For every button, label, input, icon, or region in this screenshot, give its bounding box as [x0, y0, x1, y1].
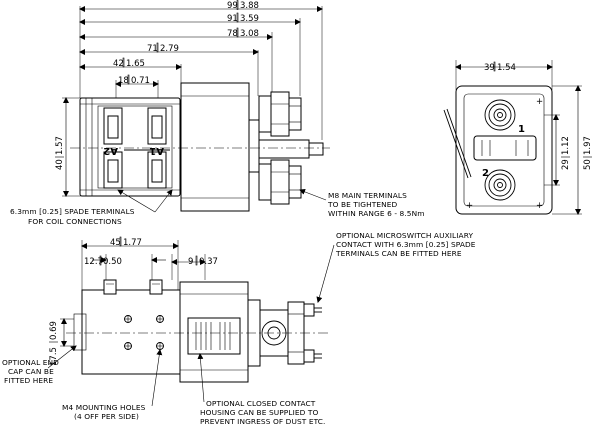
svg-text:0.71: 0.71 [131, 76, 150, 86]
svg-text:6.3mm [0.25] SPADE TERMINALS: 6.3mm [0.25] SPADE TERMINALS [10, 207, 135, 216]
note-microswitch: OPTIONAL MICROSWITCH AUXILIARY CONTACT W… [316, 231, 476, 303]
svg-text:CONTACT WITH 6.3mm [0.25] SPAD: CONTACT WITH 6.3mm [0.25] SPADE [336, 240, 476, 249]
dim-12-7: 12.7 0.50 [84, 255, 122, 267]
svg-text:91: 91 [227, 14, 238, 24]
svg-text:12.7: 12.7 [84, 257, 103, 267]
note-endcap: OPTIONAL END CAP CAN BE FITTED HERE [2, 345, 77, 385]
svg-text:1.77: 1.77 [123, 238, 142, 248]
svg-text:+: + [536, 97, 543, 107]
svg-text:42: 42 [113, 59, 124, 69]
terminal-a1: A1 [149, 145, 164, 156]
svg-text:29: 29 [561, 159, 571, 170]
dim-42: 42 1.65 [113, 57, 145, 69]
note-m4: M4 MOUNTING HOLES (4 OFF PER SIDE) [62, 349, 163, 421]
dim-40: 40 1.57 [55, 136, 65, 170]
svg-text:0.69: 0.69 [49, 321, 59, 340]
svg-text:TERMINALS CAN BE FITTED HERE: TERMINALS CAN BE FITTED HERE [335, 249, 462, 258]
dim-9: 9 0.37 [188, 255, 218, 267]
note-spade: 6.3mm [0.25] SPADE TERMINALS FOR COIL CO… [10, 189, 173, 226]
dim-29: 29 1.12 [561, 136, 571, 170]
svg-text:OPTIONAL END: OPTIONAL END [2, 358, 59, 367]
note-housing: OPTIONAL CLOSED CONTACT HOUSING CAN BE S… [197, 353, 326, 426]
svg-text:3.88: 3.88 [240, 1, 259, 11]
terminal-1: 1 [518, 124, 525, 135]
svg-text:M8 MAIN TERMINALS: M8 MAIN TERMINALS [328, 191, 407, 200]
svg-text:OPTIONAL MICROSWITCH AUXILIARY: OPTIONAL MICROSWITCH AUXILIARY [336, 231, 473, 240]
svg-text:M4 MOUNTING HOLES: M4 MOUNTING HOLES [62, 403, 146, 412]
svg-text:3.59: 3.59 [240, 14, 259, 24]
dim-78: 78 3.08 [227, 27, 259, 39]
dim-50: 50 1.97 [583, 136, 593, 170]
svg-text:3.08: 3.08 [240, 29, 259, 39]
svg-text:2.79: 2.79 [160, 44, 179, 54]
dim-99: 99 3.88 [227, 0, 259, 11]
svg-text:1.65: 1.65 [126, 59, 145, 69]
svg-text:TO BE TIGHTENED: TO BE TIGHTENED [327, 200, 398, 209]
dim-17-5: 17.5 0.69 [49, 321, 59, 366]
svg-text:39: 39 [484, 63, 495, 73]
end-view: 39 1.54 1 2 + + + [443, 60, 593, 215]
dim-39: 39 1.54 [484, 61, 516, 73]
dim-45: 45 1.77 [110, 236, 142, 248]
svg-text:17.5: 17.5 [49, 347, 59, 366]
svg-text:+: + [536, 201, 543, 211]
svg-text:1.57: 1.57 [55, 136, 65, 155]
svg-text:CAP CAN BE: CAP CAN BE [8, 367, 54, 376]
svg-text:18: 18 [118, 76, 129, 86]
terminal-2: 2 [482, 168, 489, 179]
svg-text:PREVENT INGRESS OF DUST ETC.: PREVENT INGRESS OF DUST ETC. [200, 417, 326, 426]
svg-text:40: 40 [55, 159, 65, 170]
note-m8: M8 MAIN TERMINALS TO BE TIGHTENED WITHIN… [299, 188, 425, 218]
svg-text:0.37: 0.37 [199, 257, 218, 267]
svg-text:45: 45 [110, 238, 121, 248]
dim-91: 91 3.59 [227, 12, 259, 24]
dim-18: 18 0.71 [118, 74, 150, 86]
terminal-a2: A2 [103, 145, 118, 156]
svg-text:WITHIN RANGE 6 - 8.5Nm: WITHIN RANGE 6 - 8.5Nm [328, 209, 425, 218]
svg-text:1.12: 1.12 [561, 136, 571, 155]
svg-text:FITTED HERE: FITTED HERE [4, 376, 53, 385]
svg-text:FOR COIL CONNECTIONS: FOR COIL CONNECTIONS [28, 217, 122, 226]
svg-text:(4 OFF PER SIDE): (4 OFF PER SIDE) [74, 412, 139, 421]
svg-text:1.97: 1.97 [583, 136, 593, 155]
svg-text:71: 71 [147, 44, 158, 54]
svg-text:1.54: 1.54 [497, 63, 516, 73]
svg-text:50: 50 [583, 159, 593, 170]
top-view: 45 1.77 12.7 0.50 9 0.37 [49, 236, 330, 383]
svg-text:99: 99 [227, 1, 238, 11]
svg-text:HOUSING CAN BE SUPPLIED TO: HOUSING CAN BE SUPPLIED TO [200, 408, 318, 417]
dim-71: 71 2.79 [147, 42, 179, 54]
svg-text:0.50: 0.50 [103, 257, 122, 267]
svg-text:OPTIONAL CLOSED CONTACT: OPTIONAL CLOSED CONTACT [206, 399, 316, 408]
svg-text:78: 78 [227, 29, 238, 39]
svg-text:9: 9 [188, 257, 193, 267]
side-view: 99 3.88 91 3.59 78 3.08 71 2.79 42 1.65 … [55, 0, 330, 212]
housing-hatch [195, 322, 231, 350]
svg-text:+: + [466, 201, 473, 211]
